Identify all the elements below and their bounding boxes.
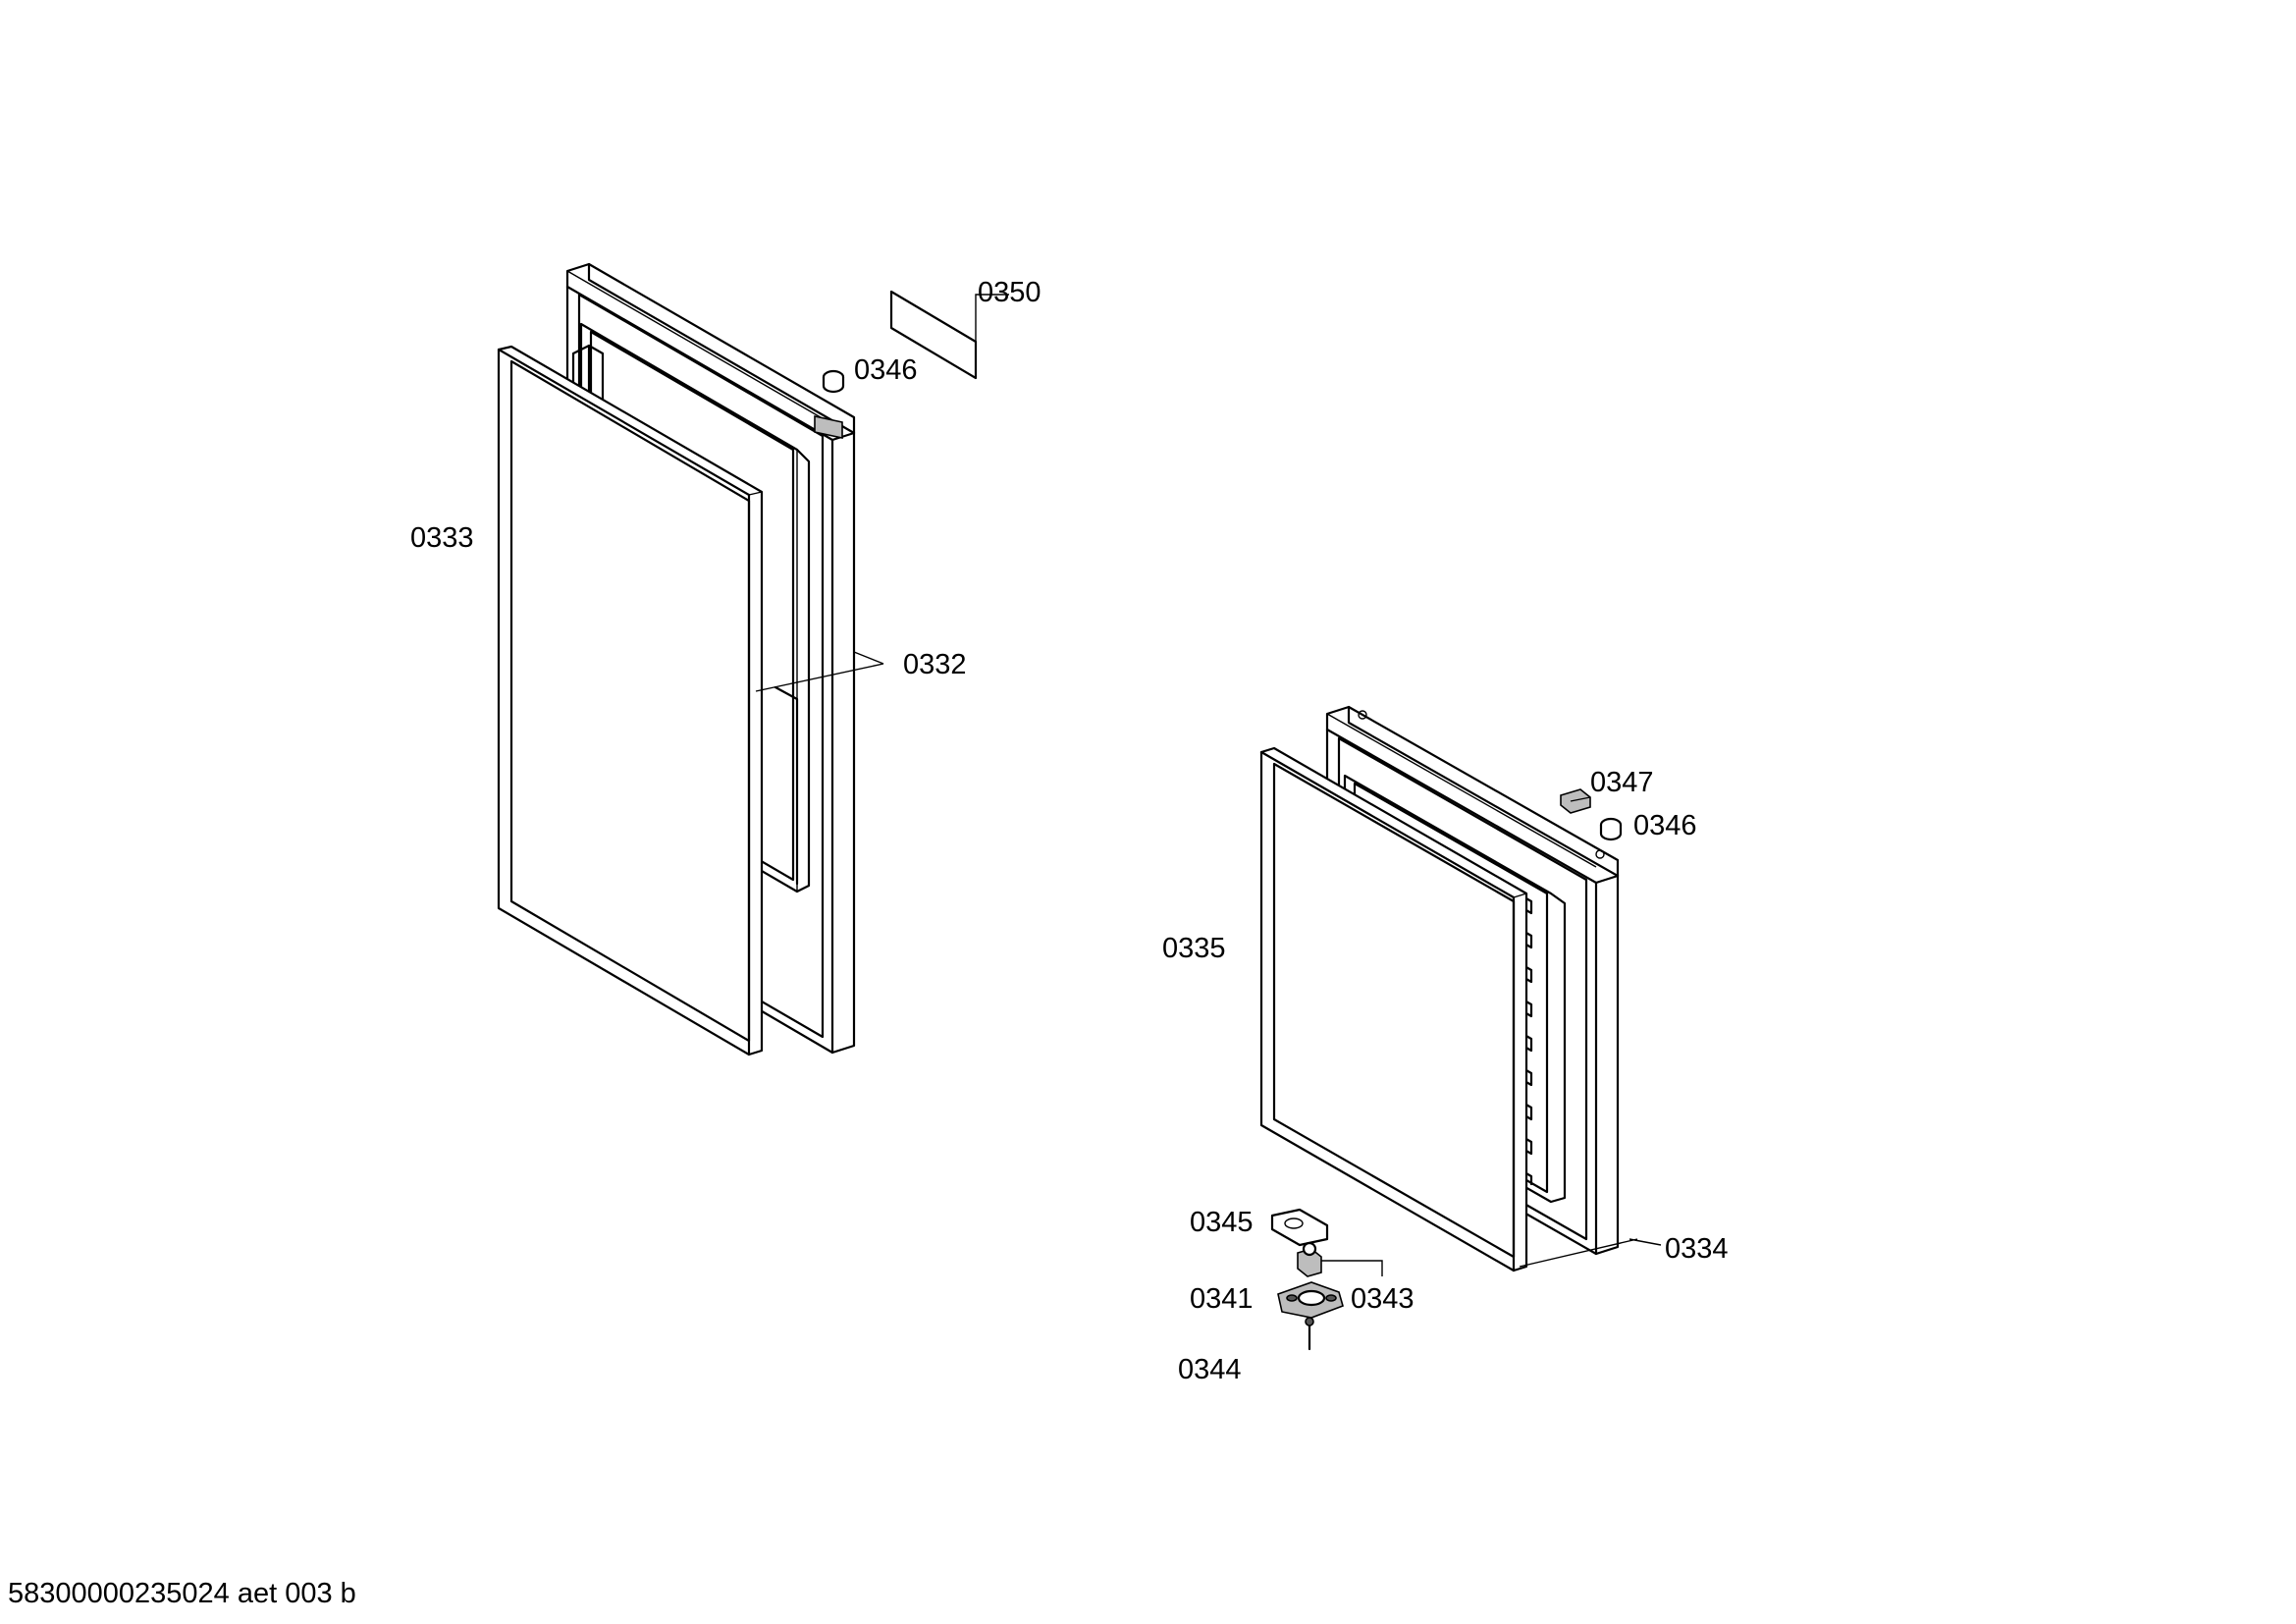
label-0346-right: 0346 xyxy=(1633,810,1697,841)
lower-door-gasket-0335 xyxy=(1259,746,1528,1272)
lower-cap-0346 xyxy=(1599,817,1623,841)
hinge-screw-0344 xyxy=(1305,1317,1314,1351)
upper-cap-0346 xyxy=(822,369,845,394)
upper-door-gasket-0333 xyxy=(497,345,764,1056)
label-0334: 0334 xyxy=(1665,1233,1729,1265)
label-0343: 0343 xyxy=(1351,1283,1415,1315)
label-0350: 0350 xyxy=(978,277,1041,308)
leader-lines-lower xyxy=(1321,1238,1662,1276)
label-0333: 0333 xyxy=(410,522,474,554)
label-0335: 0335 xyxy=(1162,933,1226,964)
hinge-pin-0343 xyxy=(1297,1241,1322,1277)
document-code: 58300000235024 aet 003 b xyxy=(8,1578,356,1609)
label-0332: 0332 xyxy=(903,649,967,680)
hinge-plate-0345 xyxy=(1270,1208,1329,1247)
label-0341: 0341 xyxy=(1190,1283,1254,1315)
label-0347: 0347 xyxy=(1590,767,1654,798)
hinge-bracket-0341 xyxy=(1277,1281,1344,1319)
leader-line-0332 xyxy=(755,651,884,692)
upper-cover-strip-0350 xyxy=(889,290,1009,380)
label-0344: 0344 xyxy=(1178,1354,1242,1385)
label-0345: 0345 xyxy=(1190,1207,1254,1238)
lower-cap-0347 xyxy=(1560,788,1591,814)
label-0346-top: 0346 xyxy=(854,354,918,386)
